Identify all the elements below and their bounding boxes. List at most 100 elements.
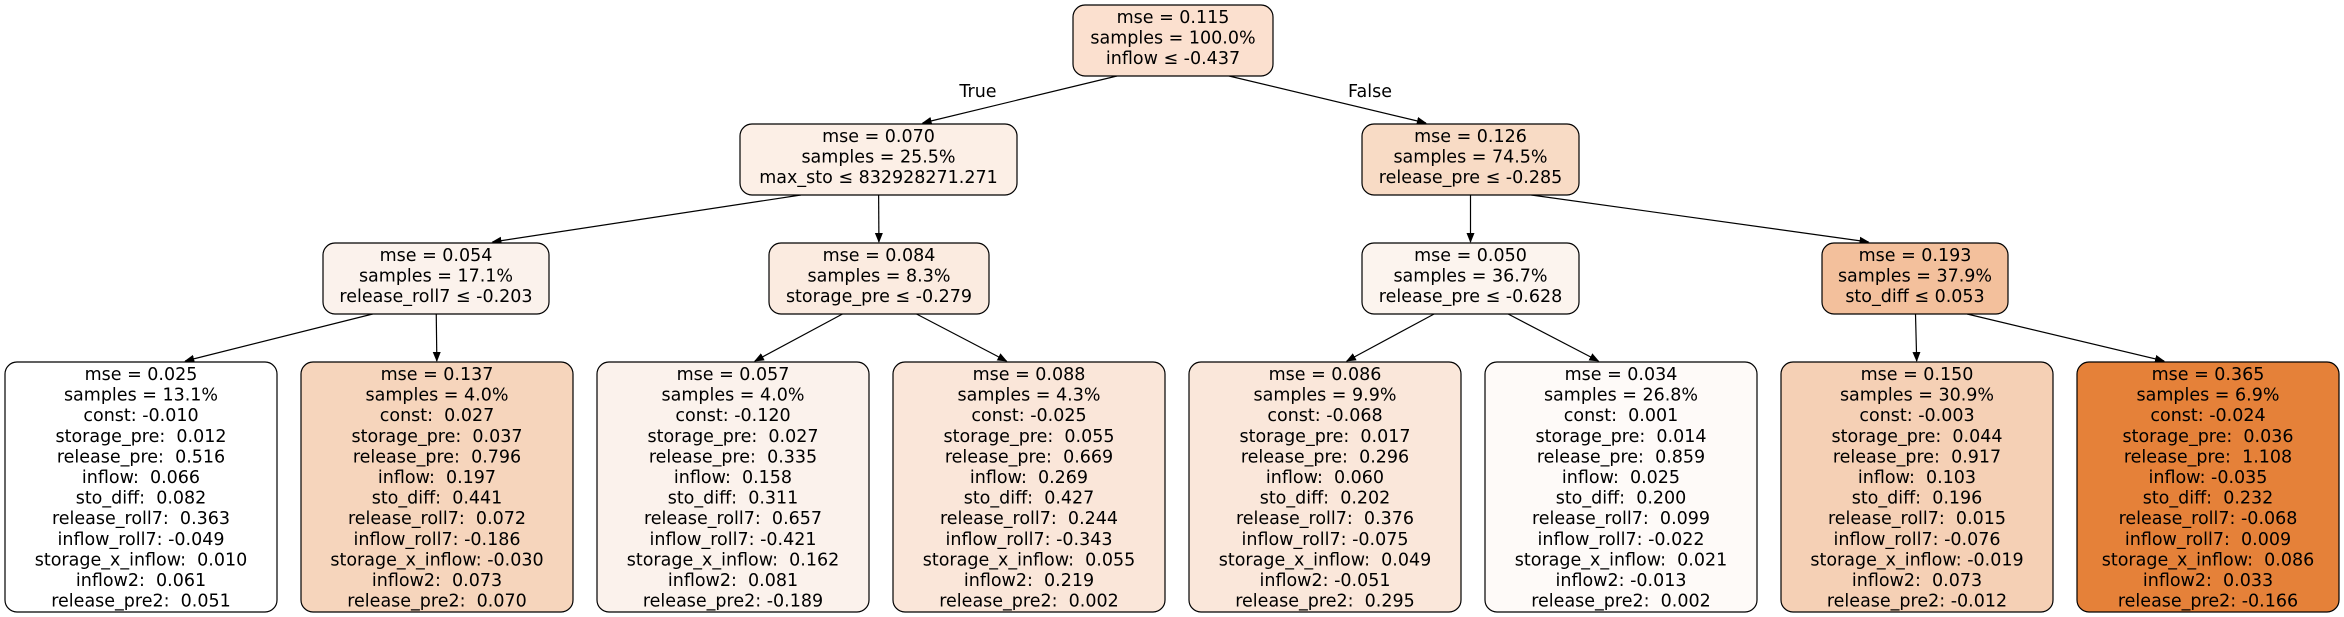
node-detail-text: const: -0.068: [1267, 406, 1382, 426]
node-mse-text: mse = 0.365: [2152, 365, 2265, 385]
node-samples-text: samples = 26.8%: [1544, 386, 1698, 406]
node-detail-text: sto_diff: 0.202: [1260, 489, 1391, 509]
node-detail-text: storage_x_inflow: 0.021: [1515, 550, 1728, 570]
node-mse-text: mse = 0.025: [85, 365, 198, 385]
node-box: [739, 123, 1018, 196]
edge-n9-n11: [1507, 313, 1600, 362]
edge-n12-n14: [1966, 313, 2166, 363]
node-detail-text: sto_diff: 0.311: [668, 489, 799, 509]
node-samples-text: samples = 9.9%: [1254, 386, 1397, 406]
node-detail-text: inflow: 0.197: [378, 468, 496, 488]
node-detail-text: const: 0.027: [380, 406, 495, 426]
edge-n2-n4: [432, 313, 441, 362]
node-detail-text: inflow2: -0.051: [1259, 571, 1390, 591]
node-detail-text: inflow2: 0.081: [668, 571, 798, 591]
node-box: [1072, 4, 1274, 77]
node-detail-text: const: -0.025: [971, 406, 1086, 426]
node-samples-text: samples = 4.0%: [366, 386, 509, 406]
edge-n5-n7: [916, 313, 1008, 362]
node-mse-text: mse = 0.070: [822, 127, 935, 147]
node-detail-text: inflow: 0.103: [1858, 468, 1976, 488]
node-detail-text: release_roll7: 0.376: [1236, 509, 1414, 529]
node-detail-text: storage_pre ≤ -0.279: [786, 287, 972, 307]
edge-n9-n10: [1345, 313, 1435, 362]
node-detail-text: storage_pre: 0.012: [55, 427, 226, 447]
node-detail-text: storage_x_inflow: 0.162: [627, 550, 840, 570]
node-mse-text: mse = 0.137: [381, 365, 494, 385]
node-mse-text: mse = 0.126: [1414, 127, 1527, 147]
node-detail-text: sto_diff: 0.082: [76, 489, 207, 509]
node-detail-text: release_pre2: 0.002: [939, 592, 1119, 612]
node-detail-text: release_pre2: 0.002: [1531, 592, 1711, 612]
node-detail-text: storage_x_inflow: 0.010: [35, 550, 248, 570]
node-detail-text: inflow_roll7: -0.076: [1834, 530, 2001, 550]
node-samples-text: samples = 6.9%: [2137, 386, 2280, 406]
node-detail-text: inflow2: -0.013: [1555, 571, 1686, 591]
node-detail-text: storage_pre: 0.014: [1535, 427, 1706, 447]
edge-n0-n1: [921, 75, 1118, 125]
node-detail-text: release_pre: 0.516: [57, 447, 225, 467]
node-mse-text: mse = 0.034: [1565, 365, 1678, 385]
node-detail-text: sto_diff: 0.200: [1556, 489, 1687, 509]
node-detail-text: const: -0.003: [1859, 406, 1974, 426]
node-mse-text: mse = 0.054: [380, 246, 493, 266]
node-box: [1188, 361, 1462, 613]
node-samples-text: samples = 74.5%: [1393, 148, 1547, 168]
node-detail-text: release_pre2: 0.295: [1235, 592, 1415, 612]
node-detail-text: inflow: -0.035: [2149, 468, 2268, 488]
node-detail-text: release_pre ≤ -0.285: [1379, 168, 1562, 188]
node-detail-text: sto_diff: 0.232: [2143, 489, 2274, 509]
node-detail-text: const: -0.120: [675, 406, 790, 426]
node-detail-text: storage_x_inflow: 0.086: [2102, 550, 2315, 570]
node-detail-text: inflow2: 0.061: [76, 571, 206, 591]
node-mse-text: mse = 0.088: [973, 365, 1086, 385]
node-detail-text: storage_x_inflow: -0.030: [330, 550, 543, 570]
node-detail-text: inflow: 0.060: [1266, 468, 1384, 488]
node-box: [1821, 242, 2009, 315]
node-detail-text: const: 0.001: [1564, 406, 1679, 426]
node-box: [1780, 361, 2054, 613]
node-detail-text: release_pre: 0.796: [353, 447, 521, 467]
edges-layer: True False: [184, 75, 2166, 363]
node-detail-text: storage_pre: 0.037: [351, 427, 522, 447]
node-detail-text: release_pre2: -0.189: [643, 592, 823, 612]
node-detail-text: release_roll7: 0.072: [348, 509, 526, 529]
node-detail-text: release_roll7 ≤ -0.203: [339, 287, 532, 307]
node-detail-text: inflow2: 0.219: [964, 571, 1094, 591]
node-samples-text: samples = 30.9%: [1840, 386, 1994, 406]
node-detail-text: inflow_roll7: -0.421: [650, 530, 817, 550]
node-detail-text: inflow2: 0.073: [372, 571, 502, 591]
node-detail-text: inflow2: 0.033: [2143, 571, 2273, 591]
node-detail-text: storage_pre: 0.036: [2122, 427, 2293, 447]
node-detail-text: storage_pre: 0.044: [1831, 427, 2002, 447]
node-detail-text: release_pre: 1.108: [2124, 447, 2292, 467]
node-detail-text: inflow_roll7: -0.049: [58, 530, 225, 550]
node-box: [892, 361, 1166, 613]
node-detail-text: release_pre: 0.669: [945, 447, 1113, 467]
node-samples-text: samples = 36.7%: [1393, 267, 1547, 287]
node-mse-text: mse = 0.084: [823, 246, 936, 266]
node-mse-text: mse = 0.050: [1414, 246, 1527, 266]
node-detail-text: inflow: 0.025: [1562, 468, 1680, 488]
node-detail-text: inflow_roll7: 0.009: [2125, 530, 2291, 550]
node-detail-text: inflow: 0.066: [82, 468, 200, 488]
node-detail-text: release_pre: 0.296: [1241, 447, 1409, 467]
node-samples-text: samples = 25.5%: [801, 148, 955, 168]
node-mse-text: mse = 0.193: [1859, 246, 1972, 266]
node-detail-text: release_pre2: 0.051: [51, 592, 231, 612]
node-samples-text: samples = 4.3%: [958, 386, 1101, 406]
edge-label-false: False: [1348, 82, 1392, 102]
node-samples-text: samples = 37.9%: [1838, 267, 1992, 287]
node-detail-text: release_roll7: 0.099: [1532, 509, 1710, 529]
node-box: [1484, 361, 1758, 613]
node-detail-text: release_pre2: -0.166: [2118, 592, 2298, 612]
node-detail-text: storage_x_inflow: 0.055: [923, 550, 1136, 570]
node-detail-text: storage_pre: 0.017: [1239, 427, 1410, 447]
edge-label-true: True: [958, 82, 996, 102]
